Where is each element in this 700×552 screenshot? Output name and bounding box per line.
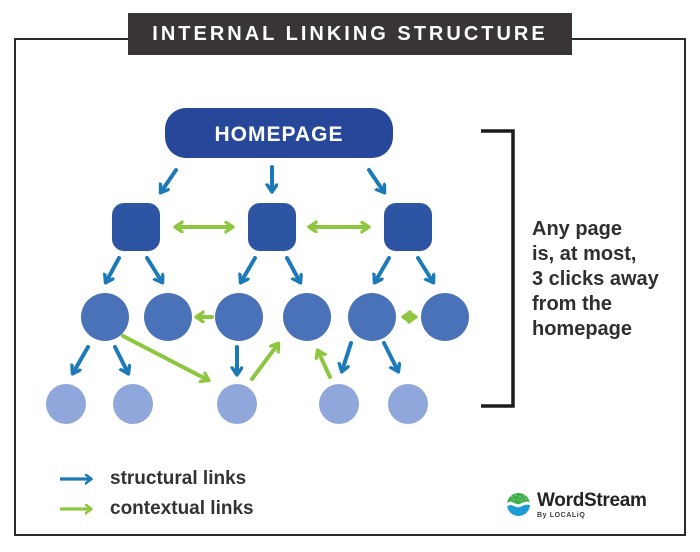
structural-link-arrow <box>145 256 162 282</box>
level3-page-node <box>348 293 396 341</box>
annotation-line: is, at most, <box>532 243 637 265</box>
level2-page-node <box>384 203 432 251</box>
structural-link-arrow-icon <box>60 472 100 486</box>
bracket-annotation-mark <box>481 129 515 408</box>
annotation-line: Any page <box>532 218 623 240</box>
level4-page-node <box>113 384 153 424</box>
page-nodes-layer <box>46 108 469 424</box>
level4-page-node <box>319 384 359 424</box>
legend: structural links contextual links <box>58 466 254 522</box>
contextual-link-arrow <box>318 351 332 379</box>
level4-page-node <box>46 384 86 424</box>
right-bracket <box>481 129 515 408</box>
legend-label-contextual: contextual links <box>110 498 254 519</box>
structural-link-arrow <box>106 256 121 282</box>
logo-brand-text: WordStream <box>537 490 647 511</box>
level4-page-node <box>217 384 257 424</box>
level3-page-node <box>144 293 192 341</box>
structural-link-arrow <box>113 345 128 373</box>
wordstream-wave-globe-icon <box>507 493 530 516</box>
homepage-node-label: HOMEPAGE <box>215 123 344 146</box>
wordstream-logo: WordStream By LOCALiQ <box>506 491 647 519</box>
legend-label-structural: structural links <box>110 468 247 489</box>
level3-page-node <box>283 293 331 341</box>
page-title: INTERNAL LINKING STRUCTURE <box>152 22 548 45</box>
structural-link-arrow <box>161 168 178 192</box>
contextual-link-arrow <box>250 344 278 381</box>
structural-link-arrow <box>382 341 398 371</box>
title-banner: INTERNAL LINKING STRUCTURE <box>128 13 572 55</box>
structural-link-arrow <box>367 168 384 192</box>
structural-link-arrow <box>416 256 433 282</box>
structural-link-arrow <box>73 345 90 373</box>
legend-item-structural: structural links <box>58 466 254 492</box>
structural-link-arrow <box>285 256 300 282</box>
homepage-node <box>165 108 393 158</box>
annotation-line: from the <box>532 293 612 315</box>
contextual-link-arrow <box>121 334 208 380</box>
annotation-line: homepage <box>532 318 633 340</box>
legend-item-contextual: contextual links <box>58 496 254 522</box>
annotation-line: 3 clicks away <box>532 268 659 290</box>
structural-link-arrow <box>375 256 391 282</box>
level2-page-node <box>112 203 160 251</box>
three-clicks-annotation: Any page is, at most, 3 clicks away from… <box>532 217 697 342</box>
level2-page-node <box>248 203 296 251</box>
contextual-link-arrow-icon <box>60 502 100 516</box>
structural-link-arrow <box>241 256 257 282</box>
level3-page-node <box>421 293 469 341</box>
level3-page-node <box>81 293 129 341</box>
level3-page-node <box>215 293 263 341</box>
logo-byline-text: By LOCALiQ <box>537 512 586 519</box>
level4-page-node <box>388 384 428 424</box>
structural-link-arrow <box>342 341 353 371</box>
link-arrows-layer <box>73 165 433 381</box>
